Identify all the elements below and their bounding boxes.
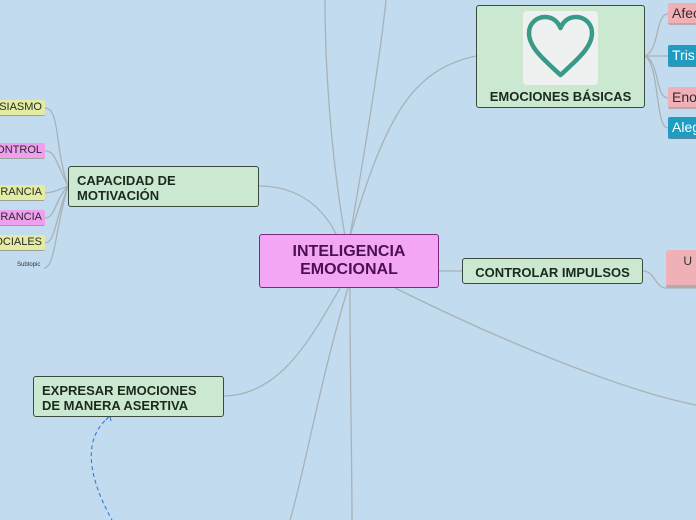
emotion-tristeza[interactable]: Tris bbox=[668, 45, 696, 67]
emotion-afecto[interactable]: Afec bbox=[668, 3, 696, 25]
subtopic-sociales[interactable]: OCIALES bbox=[0, 235, 45, 251]
central-topic-line1: INTELIGENCIA bbox=[292, 243, 406, 260]
topic-label-line1: CAPACIDAD DE bbox=[77, 173, 176, 188]
topic-expresar-emociones[interactable]: EXPRESAR EMOCIONES DE MANERA ASERTIVA bbox=[33, 376, 224, 417]
subtopic-plain[interactable]: Subtopic bbox=[17, 262, 41, 268]
heart-icon bbox=[523, 11, 598, 85]
central-topic-line2: EMOCIONAL bbox=[300, 261, 398, 278]
emotion-enojo[interactable]: Eno bbox=[668, 87, 696, 109]
subtopic-entusiasmo[interactable]: SIASMO bbox=[0, 100, 45, 116]
topic-capacidad-motivacion[interactable]: CAPACIDAD DE MOTIVACIÓN bbox=[68, 166, 259, 207]
subtopic-label: U bbox=[683, 254, 692, 268]
subtopic-autocontrol[interactable]: ONTROL bbox=[0, 143, 45, 159]
subtopic-controlar-child[interactable]: U bbox=[666, 250, 696, 288]
central-topic[interactable]: INTELIGENCIA EMOCIONAL bbox=[259, 234, 439, 288]
topic-label-line2: DE MANERA ASERTIVA bbox=[42, 398, 189, 413]
subtopic-perseverancia[interactable]: ERANCIA bbox=[0, 185, 45, 201]
topic-label: EMOCIONES BÁSICAS bbox=[489, 89, 632, 104]
topic-label-line1: EXPRESAR EMOCIONES bbox=[42, 383, 197, 398]
emotion-alegria[interactable]: Aleg bbox=[668, 117, 696, 139]
topic-label-line2: MOTIVACIÓN bbox=[77, 188, 160, 203]
topic-label: CONTROLAR IMPULSOS bbox=[475, 265, 630, 280]
topic-controlar-impulsos[interactable]: CONTROLAR IMPULSOS bbox=[462, 258, 643, 284]
topic-emociones-basicas[interactable]: EMOCIONES BÁSICAS bbox=[476, 5, 645, 108]
subtopic-tolerancia[interactable]: ERANCIA bbox=[0, 210, 45, 226]
